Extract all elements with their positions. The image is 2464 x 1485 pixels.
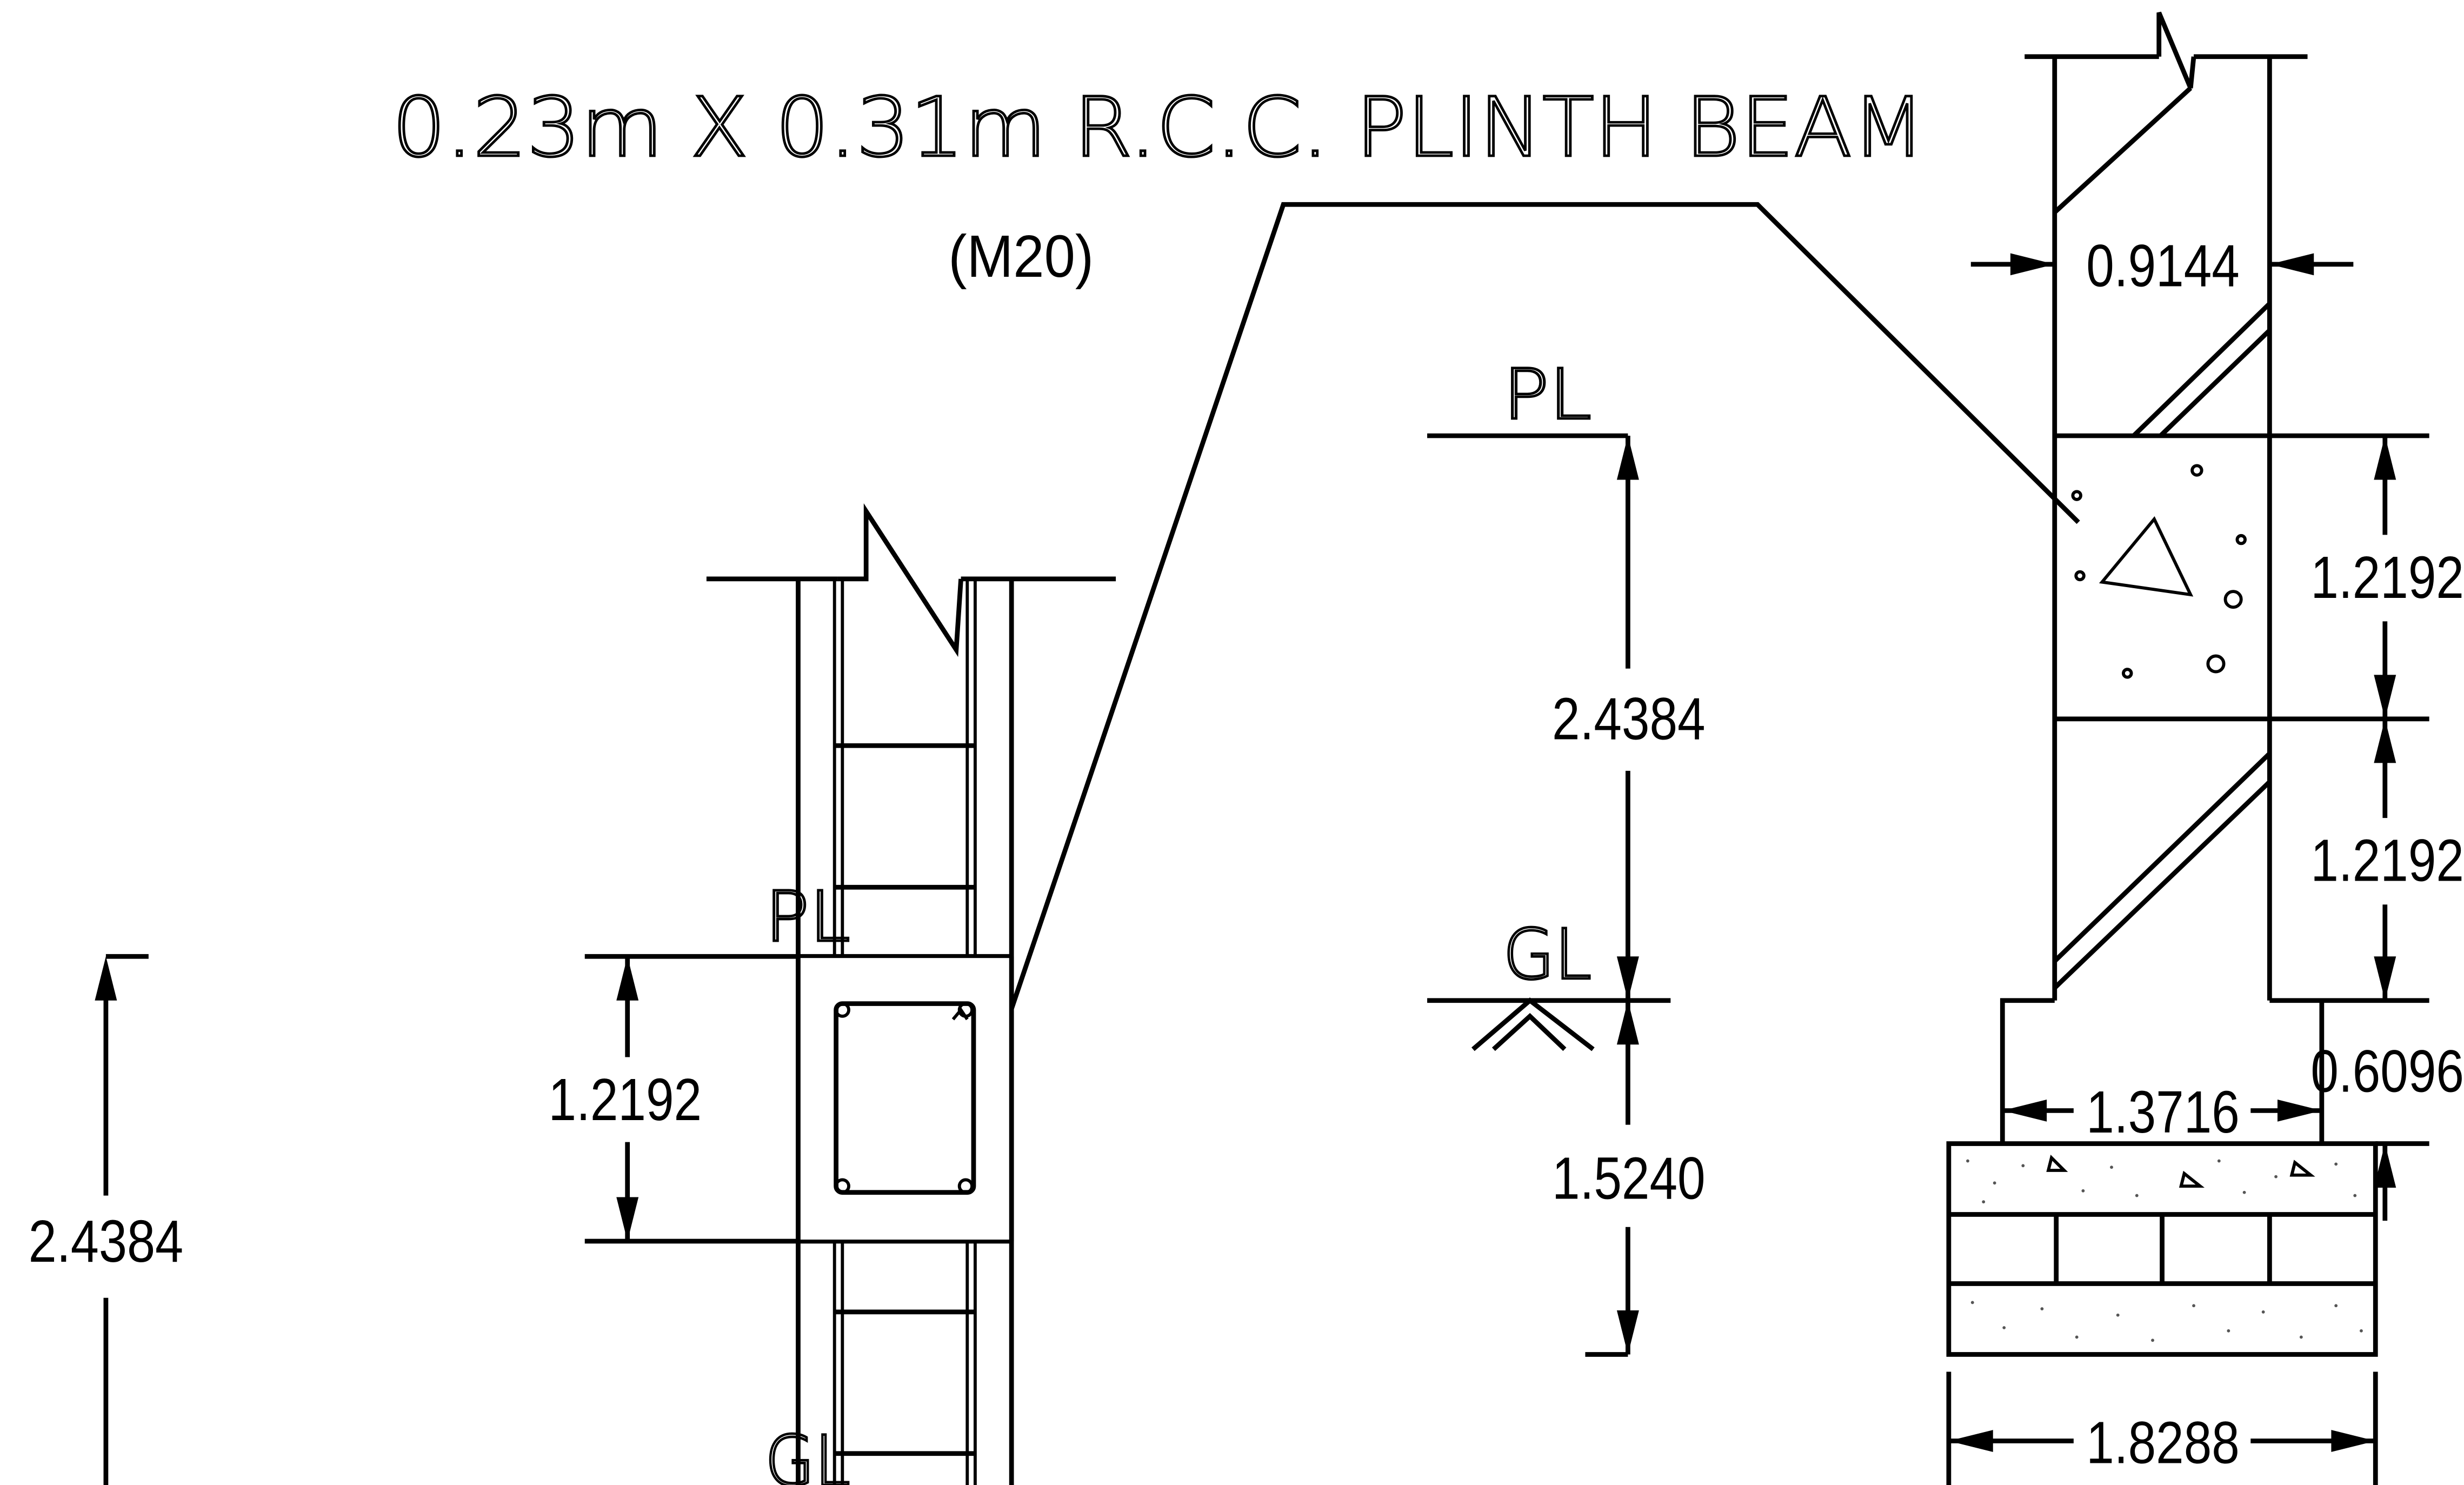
footing-width-dimension [2002, 1100, 2322, 1122]
drawing-title: 0.23m X 0.31m R.C.C. PLINTH BEAM [392, 79, 1925, 175]
plinth-level-label-left: PL [765, 877, 850, 957]
base-width-dimension [1946, 1371, 2378, 1485]
footing-depth-dimension-label: 0.6096 [2310, 1038, 2464, 1105]
wall-thickness-dimension [1970, 253, 2354, 276]
level-dimensions [1427, 433, 1671, 1357]
column-section [584, 503, 1116, 1485]
wall-footing-section [1946, 11, 2429, 1357]
footing-width-dimension-label: 1.3716 [2086, 1079, 2240, 1146]
plinth-to-ground-dimension-label: 2.4384 [1552, 686, 1706, 753]
base-width-dimension-label: 1.8288 [2086, 1409, 2240, 1476]
wall-thickness-dimension-label: 0.9144 [2086, 233, 2240, 299]
step-dimensions [2374, 436, 2429, 1221]
ground-level-label-left: GL [765, 1421, 850, 1485]
lower-step-dimension-label: 1.2192 [2310, 828, 2464, 894]
plinth-level-label-center: PL [1503, 355, 1591, 435]
left-total-dimension-label: 2.4384 [29, 1208, 184, 1275]
beam-depth-dimension-label: 1.2192 [549, 1067, 702, 1133]
ground-to-base-dimension-label: 1.5240 [1552, 1146, 1706, 1212]
concrete-grade-label: (M20) [948, 223, 1094, 290]
ground-level-label-center: GL [1503, 915, 1591, 995]
left-total-dimension [95, 954, 149, 1485]
upper-step-dimension-label: 1.2192 [2310, 544, 2464, 611]
beam-depth-dimension [616, 956, 639, 1241]
